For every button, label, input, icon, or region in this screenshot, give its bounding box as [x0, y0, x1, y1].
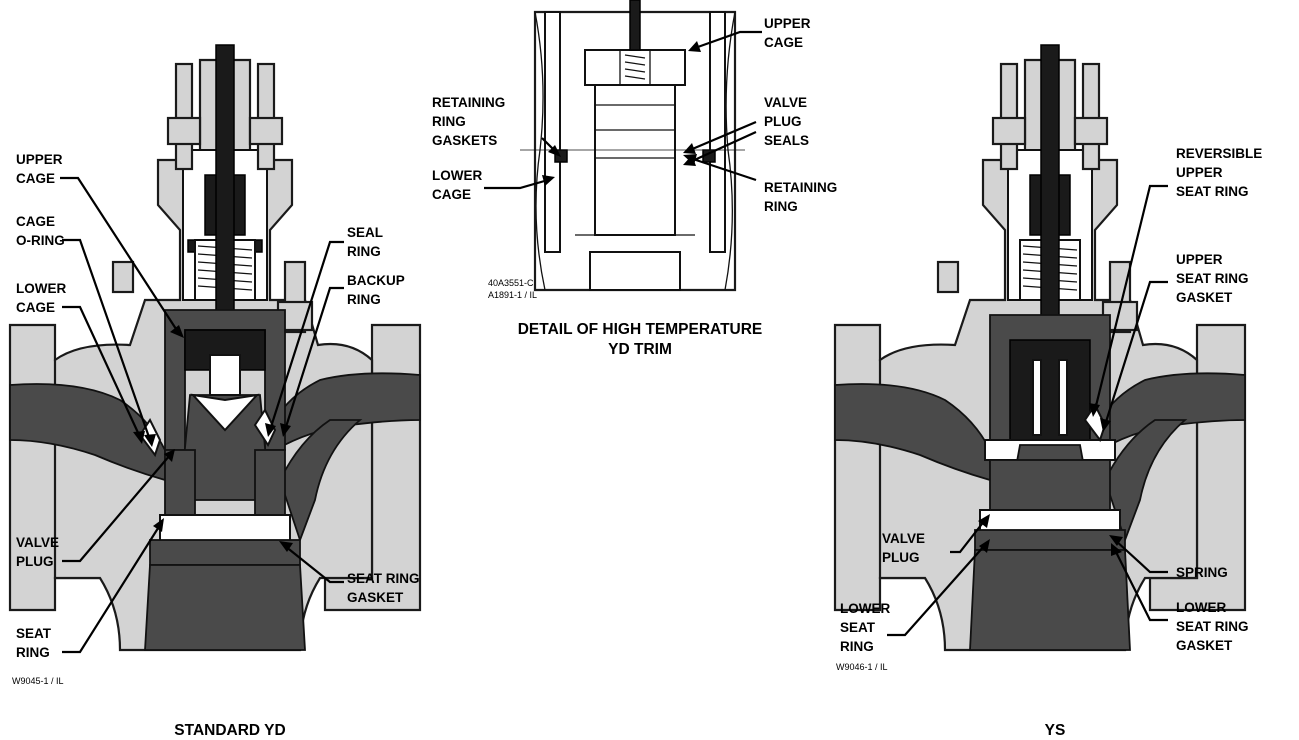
label-spring-ys: SPRING: [1176, 565, 1228, 580]
standard-yd-leaders: [60, 176, 344, 654]
ys-leaders: [887, 184, 1168, 637]
standard-drawing-code: W9045-1 / IL: [12, 676, 64, 686]
ys-caption: YS: [1045, 722, 1066, 739]
standard-yd-valve-illustration: [8, 44, 422, 652]
ys-valve-illustration: [833, 44, 1247, 652]
detail-yd-trim-illustration: [520, 0, 745, 292]
detail-leaders: [484, 30, 762, 190]
standard-yd-caption: STANDARD YD: [174, 722, 285, 739]
ys-drawing-code: W9046-1 / IL: [836, 662, 888, 672]
